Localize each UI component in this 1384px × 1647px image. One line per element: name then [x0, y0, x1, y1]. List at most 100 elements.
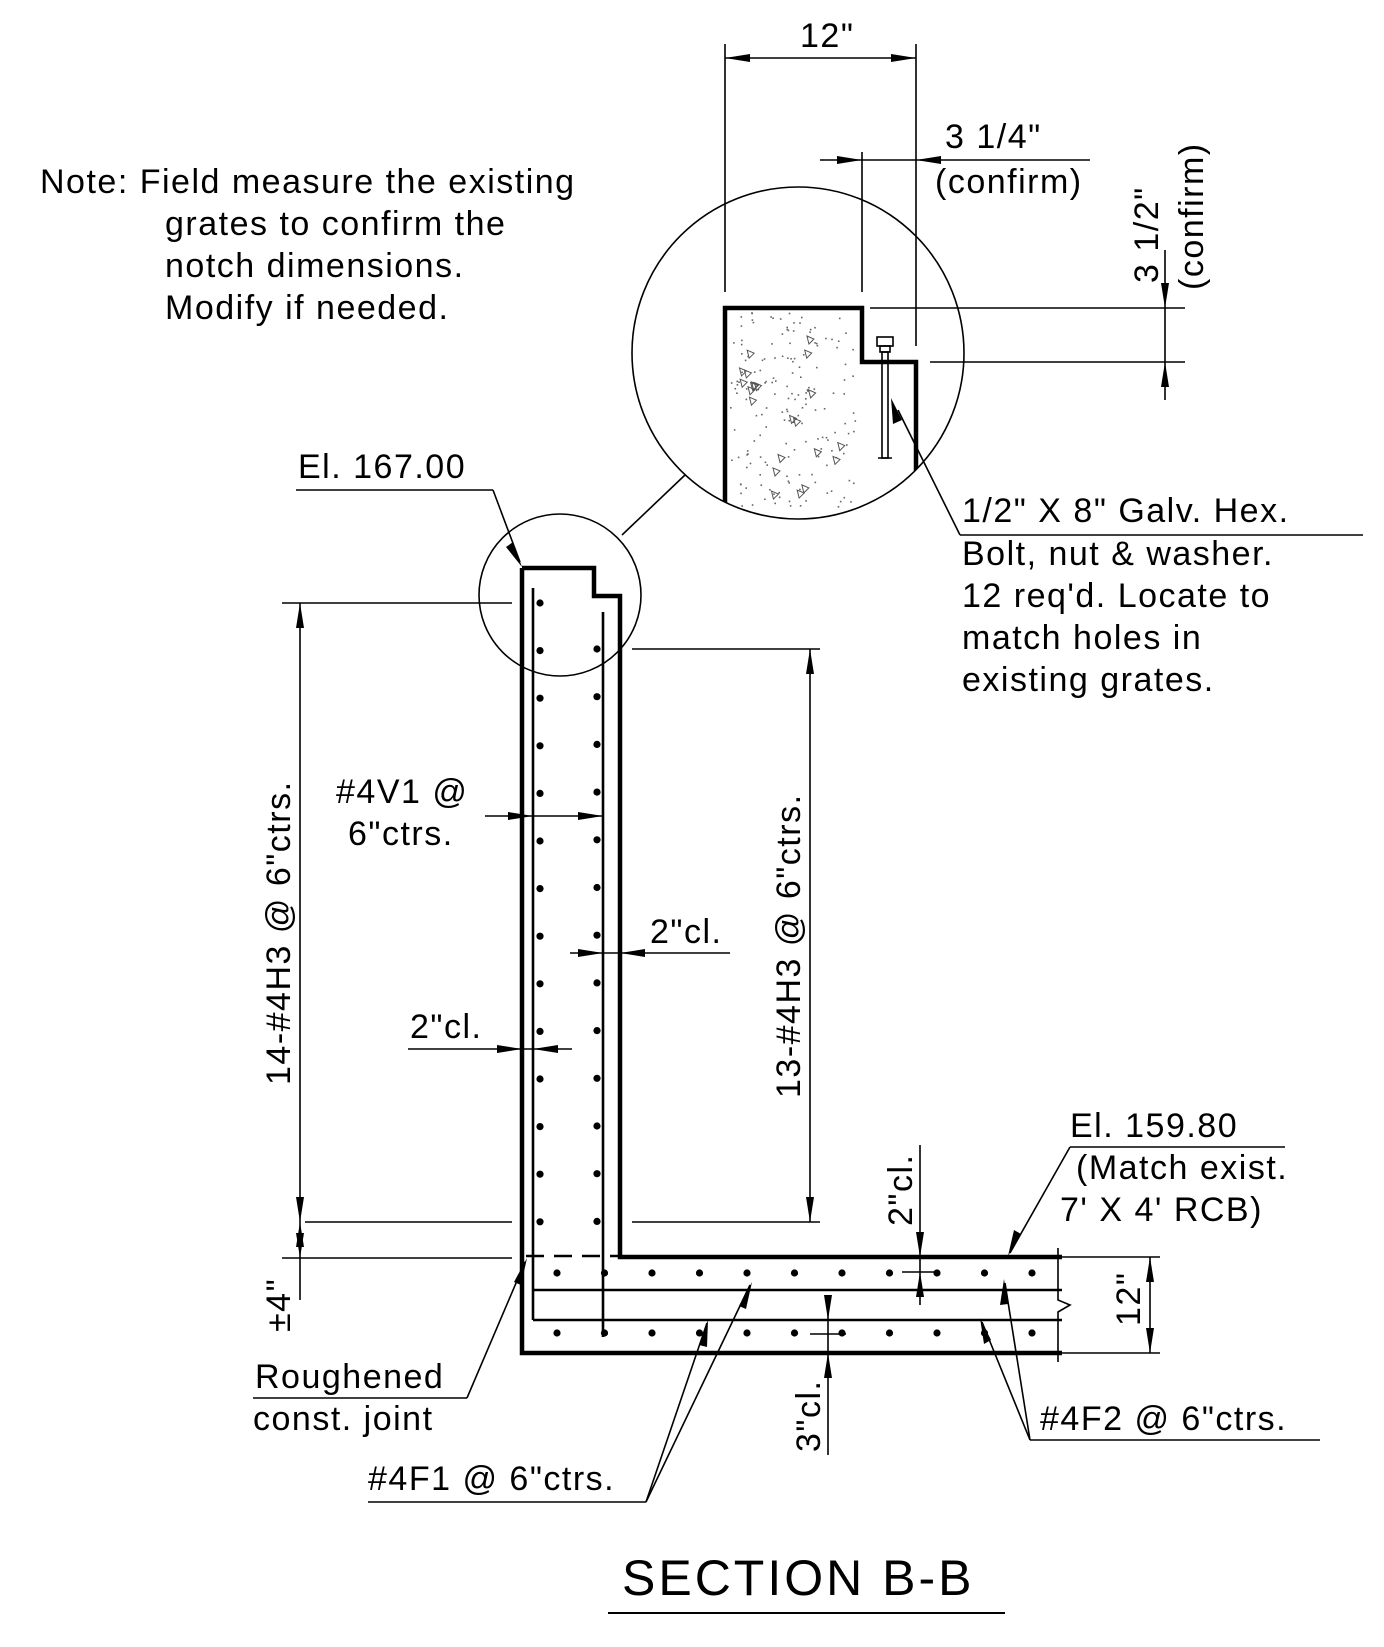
notch-width-confirm: (confirm) [935, 163, 1083, 201]
rebar-dot [885, 1329, 894, 1337]
rebar-dot [593, 1217, 601, 1225]
notch-depth-confirm: (confirm) [1173, 142, 1211, 290]
rebar-dot [1028, 1269, 1036, 1277]
bolt-line-3: 12 req'd. Locate to [962, 577, 1271, 615]
rebar-dot [980, 1269, 989, 1277]
f1-bars-callout: #4F1 @ 6"ctrs. [368, 1282, 752, 1503]
rebar-dot [536, 1027, 544, 1035]
rebar-dot [593, 883, 601, 892]
concrete-hatch [730, 312, 857, 508]
rebar-dot [695, 1329, 704, 1337]
clear-slab-bottom-label: 3"cl. [790, 1380, 828, 1452]
rebar-dot [536, 599, 544, 607]
note-line-3: notch dimensions. [165, 247, 465, 285]
note-line-1: Note: Field measure the existing [40, 163, 576, 201]
rebar-dot [593, 979, 601, 987]
construction-joint-callout: Roughened const. joint [253, 1258, 527, 1438]
rebar-dot [593, 693, 601, 701]
rebar-dot [536, 1170, 544, 1178]
detail-callout-circle [478, 513, 642, 677]
rebar-dot [1028, 1329, 1036, 1337]
rebar-dot [790, 1269, 799, 1277]
rebar-dot [593, 1027, 601, 1035]
vertical-bars-callout: #4V1 @ 6"ctrs. [336, 773, 603, 853]
clear-right-label: 2"cl. [650, 913, 722, 951]
vertical-bars-line-2: 6"ctrs. [348, 815, 454, 853]
rebar-dot [600, 1269, 609, 1277]
clear-slab-top-label: 2"cl. [882, 1154, 920, 1226]
rebar-dot [885, 1269, 894, 1277]
break-line [1057, 1248, 1072, 1362]
rebar-dot [536, 980, 544, 988]
bolt-callout: 1/2" X 8" Galv. Hex. Bolt, nut & washer.… [891, 398, 1363, 699]
rebar-dot [743, 1329, 751, 1337]
clear-cover-right: 2"cl. [570, 913, 730, 957]
elevation-top: El. 167.00 [298, 448, 466, 486]
bolt-line-2: Bolt, nut & washer. [962, 535, 1274, 573]
rebar-dot [593, 931, 601, 939]
note-line-4: Modify if needed. [165, 289, 449, 327]
f2-bars-label: #4F2 @ 6"ctrs. [1040, 1400, 1287, 1438]
notch-detail: 12" 3 1/4" (confirm) 3 1/2" (confirm) [631, 17, 1211, 520]
slab-thickness-dimension: 12" [1062, 1256, 1160, 1354]
rebar-dot [536, 1218, 544, 1226]
rebar-dot [695, 1269, 704, 1277]
note-line-2: grates to confirm the [165, 205, 506, 243]
section-title: SECTION B-B [622, 1550, 974, 1606]
rebar-dot [593, 1122, 601, 1130]
notch-depth-dim: 3 1/2" [1128, 186, 1166, 283]
left-bars-dimension: 14-#4H3 @ 6"ctrs. [260, 602, 512, 1223]
rebar-dot [593, 788, 601, 796]
joint-offset-dimension: ±4" [260, 1222, 512, 1332]
joint-label-line-1: Roughened [255, 1358, 444, 1396]
elevation-bottom-line-2: (Match exist. [1076, 1149, 1288, 1187]
rebar-dot [536, 647, 544, 655]
rebar-dot [553, 1269, 561, 1277]
rebar-dot [933, 1269, 941, 1277]
clear-cover-left: 2"cl. [408, 1008, 572, 1053]
rebar-dot [593, 836, 601, 844]
joint-offset-label: ±4" [260, 1278, 298, 1332]
rebar-dot [536, 837, 544, 845]
rebar-dot [536, 742, 544, 750]
slab-thickness-label: 12" [1110, 1272, 1148, 1326]
section-geometry [519, 565, 1072, 1362]
elevation-bottom-line-1: El. 159.80 [1070, 1107, 1238, 1145]
rebar-dot [838, 1269, 846, 1277]
general-note: Note: Field measure the existing grates … [40, 163, 576, 327]
rebar-dot [648, 1329, 656, 1337]
elevation-top-callout: El. 167.00 [296, 448, 522, 567]
rebar-dot [933, 1329, 941, 1337]
f1-bars-label: #4F1 @ 6"ctrs. [368, 1460, 615, 1498]
notch-width-dim: 3 1/4" [945, 118, 1042, 156]
detail-leader [621, 474, 686, 536]
hex-bolt-icon [876, 336, 894, 459]
right-bars-label: 13-#4H3 @ 6"ctrs. [770, 793, 808, 1098]
bolt-line-5: existing grates. [962, 661, 1215, 699]
wall-inner-face [522, 565, 1062, 1260]
f2-bars-callout: #4F2 @ 6"ctrs. [980, 1279, 1320, 1441]
rebar-dot [790, 1329, 799, 1337]
elevation-bottom-callout: El. 159.80 (Match exist. 7' X 4' RCB) [1008, 1107, 1288, 1256]
rebar-dot [593, 740, 601, 749]
rebar-dot [536, 694, 544, 702]
clear-cover-slab-top: 2"cl. [882, 1145, 938, 1305]
detail-circle [631, 186, 965, 520]
elevation-bottom-line-3: 7' X 4' RCB) [1060, 1191, 1263, 1229]
rebar-dot [648, 1269, 656, 1277]
rebar-dot [536, 932, 544, 940]
left-bars-label: 14-#4H3 @ 6"ctrs. [260, 780, 298, 1085]
rebar-dot [536, 1123, 544, 1131]
rebar-dot [593, 645, 601, 653]
section-title-block: SECTION B-B [608, 1550, 1005, 1614]
rebar-dot [838, 1329, 846, 1337]
wall-outer-face [519, 568, 1062, 1356]
joint-label-line-2: const. joint [253, 1400, 434, 1438]
bolt-line-1: 1/2" X 8" Galv. Hex. [962, 492, 1290, 530]
detail-wall-outline [722, 305, 919, 512]
vertical-bars-line-1: #4V1 @ [336, 773, 468, 811]
detail-width-dim: 12" [800, 17, 854, 55]
rebar-dot [536, 789, 544, 798]
rebar-dot [600, 1329, 609, 1337]
